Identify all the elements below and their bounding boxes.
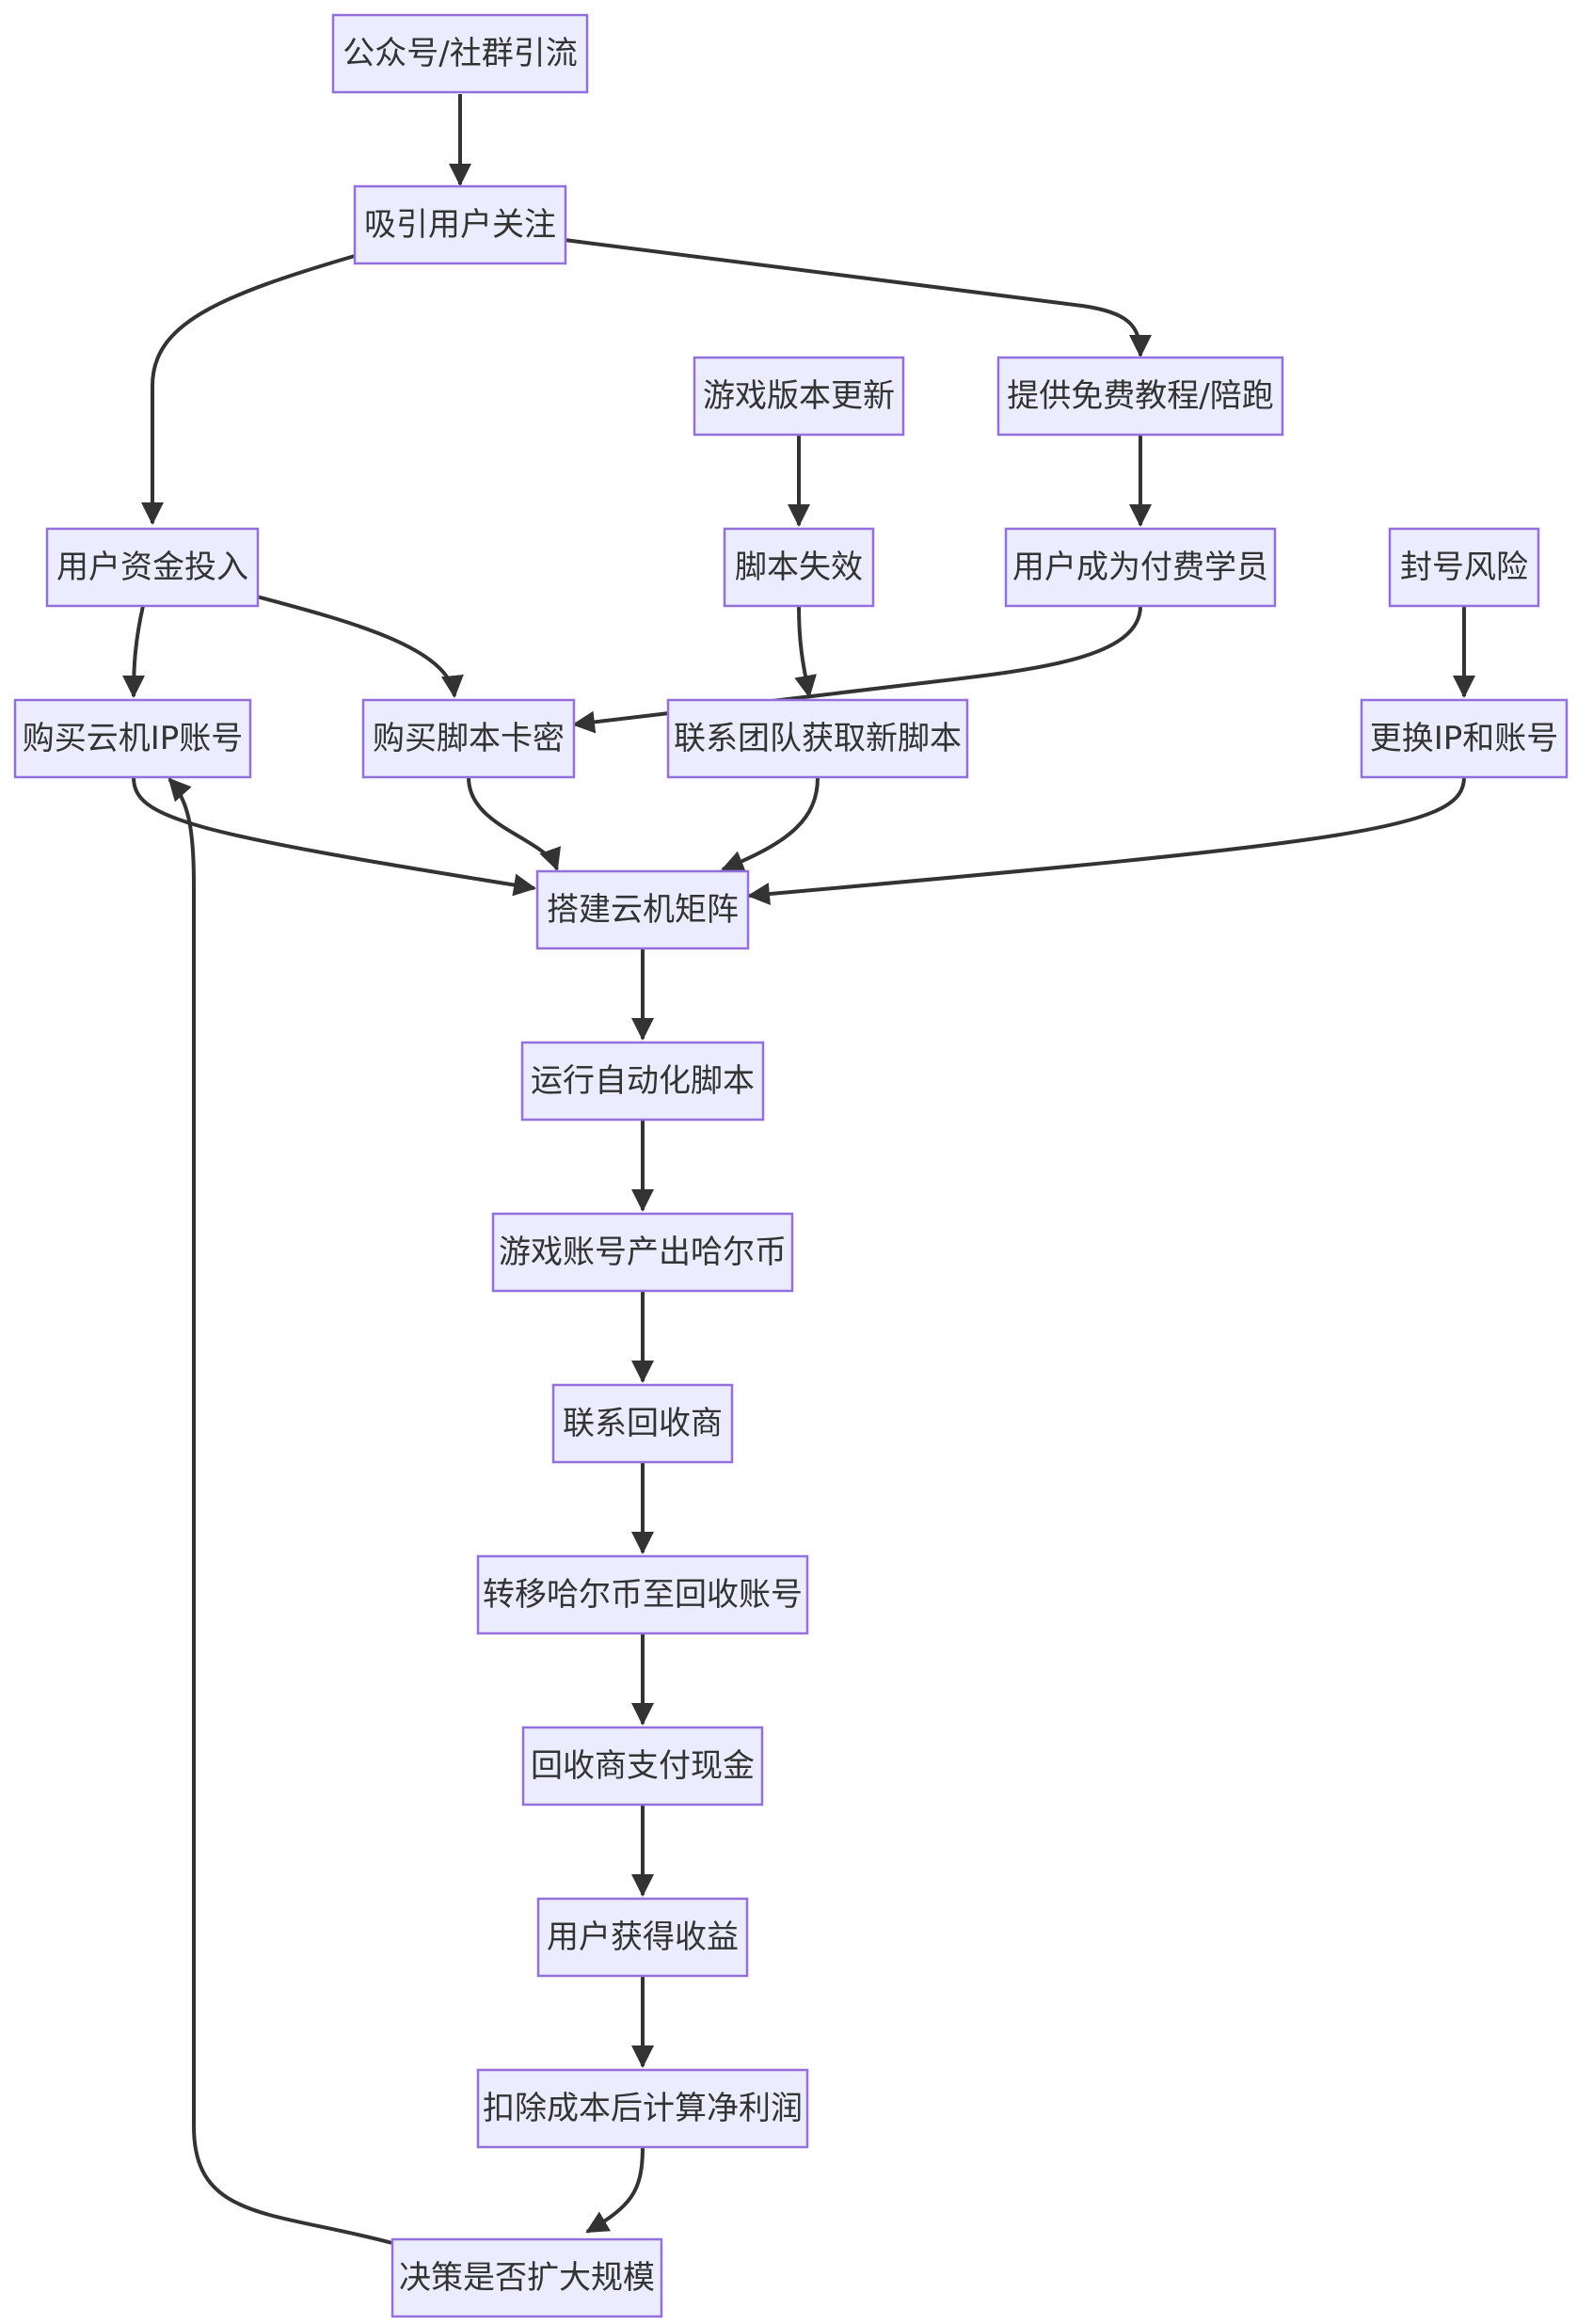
node-label: 公众号/社群引流 — [342, 35, 577, 72]
node-transfer-coins: 转移哈尔币至回收账号 — [476, 1554, 809, 1635]
node-label: 搭建云机矩阵 — [547, 891, 739, 929]
node-contact-recycler: 联系回收商 — [551, 1383, 734, 1464]
node-change-ip-account: 更换IP和账号 — [1360, 698, 1569, 779]
node-label: 购买脚本卡密 — [373, 720, 565, 757]
edges-layer — [122, 94, 1475, 2245]
node-build-cloud-matrix: 搭建云机矩阵 — [535, 869, 750, 950]
node-buy-cloud-ip-account: 购买云机IP账号 — [13, 698, 252, 779]
node-label: 封号风险 — [1400, 549, 1528, 586]
node-label: 游戏版本更新 — [703, 377, 895, 415]
node-label: 用户成为付费学员 — [1012, 549, 1268, 586]
node-label: 运行自动化脚本 — [531, 1062, 755, 1100]
edge-n2-n4 — [564, 238, 1152, 358]
edge-n6-n11 — [794, 605, 817, 698]
node-ban-risk: 封号风险 — [1388, 527, 1540, 608]
edge-n12-n13 — [747, 776, 1466, 906]
nodes-layer: 公众号/社群引流 吸引用户关注 游戏版本更新 提供免费教程/陪跑 用户资金投入 … — [13, 13, 1569, 2318]
edge-n5-n9 — [122, 605, 146, 698]
node-calc-net-profit: 扣除成本后计算净利润 — [476, 2068, 809, 2149]
node-label: 扣除成本后计算净利润 — [483, 2090, 803, 2127]
node-label: 脚本失效 — [735, 549, 863, 586]
node-paid-student: 用户成为付费学员 — [1004, 527, 1277, 608]
node-label: 用户资金投入 — [56, 549, 248, 586]
node-contact-team-new-script: 联系团队获取新脚本 — [666, 698, 969, 779]
edge-n20-n21 — [585, 2146, 645, 2234]
edge-n7-n10 — [572, 605, 1142, 734]
node-wechat-community-traffic: 公众号/社群引流 — [331, 13, 589, 94]
node-game-version-update: 游戏版本更新 — [693, 356, 905, 437]
node-label: 用户获得收益 — [547, 1918, 739, 1956]
node-label: 联系回收商 — [563, 1405, 723, 1442]
node-account-produce-coins: 游戏账号产出哈尔币 — [491, 1212, 794, 1293]
node-label: 购买云机IP账号 — [23, 720, 244, 757]
node-free-tutorial: 提供免费教程/陪跑 — [996, 356, 1284, 437]
node-label: 游戏账号产出哈尔币 — [499, 1234, 787, 1271]
node-label: 联系团队获取新脚本 — [674, 720, 962, 757]
node-user-gets-income: 用户获得收益 — [536, 1897, 749, 1978]
edge-n10-n13 — [467, 776, 561, 871]
node-label: 更换IP和账号 — [1370, 720, 1559, 757]
node-label: 吸引用户关注 — [364, 206, 556, 244]
edge-n21-n9 — [167, 777, 393, 2245]
node-user-investment: 用户资金投入 — [45, 527, 260, 608]
node-buy-script-key: 购买脚本卡密 — [361, 698, 576, 779]
node-decide-scale-up: 决策是否扩大规模 — [390, 2237, 663, 2318]
edge-n11-n13 — [721, 776, 820, 872]
node-script-failure: 脚本失效 — [723, 527, 875, 608]
node-attract-followers: 吸引用户关注 — [353, 184, 567, 265]
node-label: 决策是否扩大规模 — [399, 2259, 655, 2297]
edge-n5-n10 — [256, 595, 464, 698]
edge-n2-n5 — [141, 254, 356, 525]
node-label: 转移哈尔币至回收账号 — [483, 1576, 803, 1614]
node-run-automation-script: 运行自动化脚本 — [520, 1041, 765, 1122]
node-recycler-pays-cash: 回收商支付现金 — [521, 1726, 764, 1807]
edge-n9-n13 — [132, 776, 536, 897]
node-label: 回收商支付现金 — [531, 1747, 755, 1785]
node-label: 提供免费教程/陪跑 — [1007, 377, 1273, 415]
